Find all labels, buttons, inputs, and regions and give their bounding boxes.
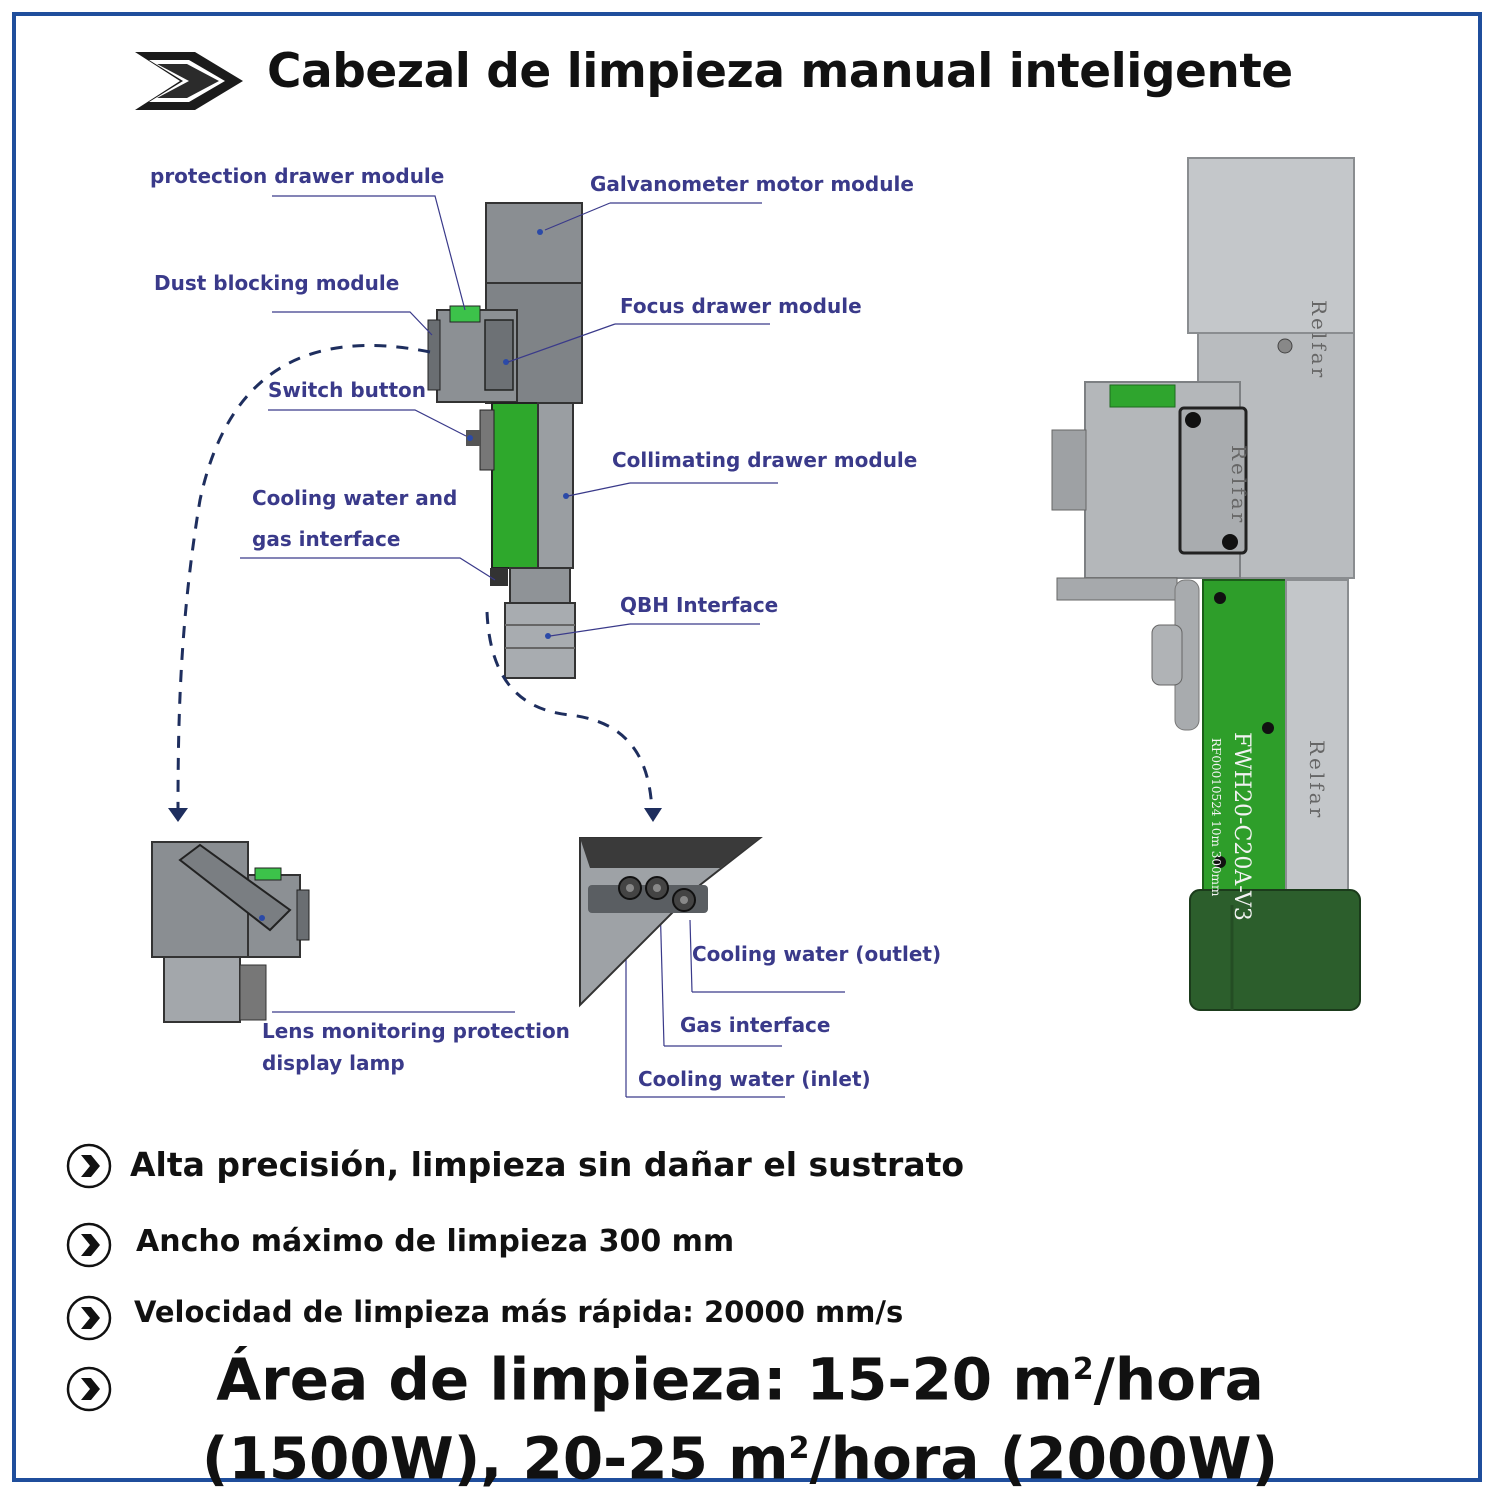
brand-text-3: Relfar — [1305, 740, 1329, 820]
feature-precision: Alta precisión, limpieza sin dañar el su… — [130, 1145, 965, 1184]
model-text: FWH20-C20A-V3 — [1229, 732, 1254, 921]
label-gas-interface: Gas interface — [680, 1013, 831, 1037]
label-collimating-drawer: Collimating drawer module — [612, 448, 918, 472]
bullet-arrow-icon — [66, 1143, 112, 1189]
feature-cleaning-area: Área de limpieza: 15-20 m2/hora (1500W),… — [150, 1335, 1330, 1494]
label-galvanometer: Galvanometer motor module — [590, 172, 914, 196]
title-arrow-icon — [135, 52, 243, 110]
brand-text-1: Relfar — [1307, 300, 1331, 380]
bullet-arrow-icon — [66, 1222, 112, 1268]
label-dust-blocking: Dust blocking module — [154, 271, 400, 295]
label-cooling-outlet: Cooling water (outlet) — [692, 942, 942, 966]
label-cooling-inlet: Cooling water (inlet) — [638, 1067, 871, 1091]
label-qbh: QBH Interface — [620, 593, 779, 617]
page-border — [12, 12, 1482, 1482]
label-switch-button: Switch button — [268, 378, 427, 402]
serial-text: RF00010524 10m 300mm — [1209, 738, 1223, 897]
label-lens-monitor-2: display lamp — [262, 1051, 405, 1075]
diagram-leader-lines — [240, 195, 845, 1098]
diagram-detail-left — [151, 841, 310, 1023]
feature-width: Ancho máximo de limpieza 300 mm — [136, 1224, 735, 1259]
label-lens-monitor-1: Lens monitoring protection — [262, 1019, 570, 1043]
diagram-main-body — [427, 202, 583, 679]
bullet-arrow-icon — [66, 1295, 112, 1341]
label-cooling-gas-2: gas interface — [252, 527, 401, 551]
diagram-detail-ports — [579, 837, 763, 1008]
diagram-dashed-arrows — [176, 344, 654, 813]
label-cooling-gas-1: Cooling water and — [252, 486, 458, 510]
arrowhead-icons — [168, 808, 662, 822]
area-line-2: (1500W), 20-25 m2/hora (2000W) — [201, 1424, 1279, 1493]
page-title: Cabezal de limpieza manual inteligente — [267, 44, 1293, 99]
label-protection-drawer: protection drawer module — [150, 164, 445, 188]
brand-text-2: Relfar — [1227, 445, 1251, 525]
head-diagram: Relfar Relfar Relfar FWH20-C20A-V3 RF000… — [151, 157, 1361, 1098]
product-photo — [1051, 157, 1361, 1011]
label-focus-drawer: Focus drawer module — [620, 294, 862, 318]
feature-speed: Velocidad de limpieza más rápida: 20000 … — [134, 1295, 904, 1329]
bullet-arrow-icon — [66, 1366, 112, 1412]
area-line-1: Área de limpieza: 15-20 m2/hora — [216, 1345, 1264, 1414]
